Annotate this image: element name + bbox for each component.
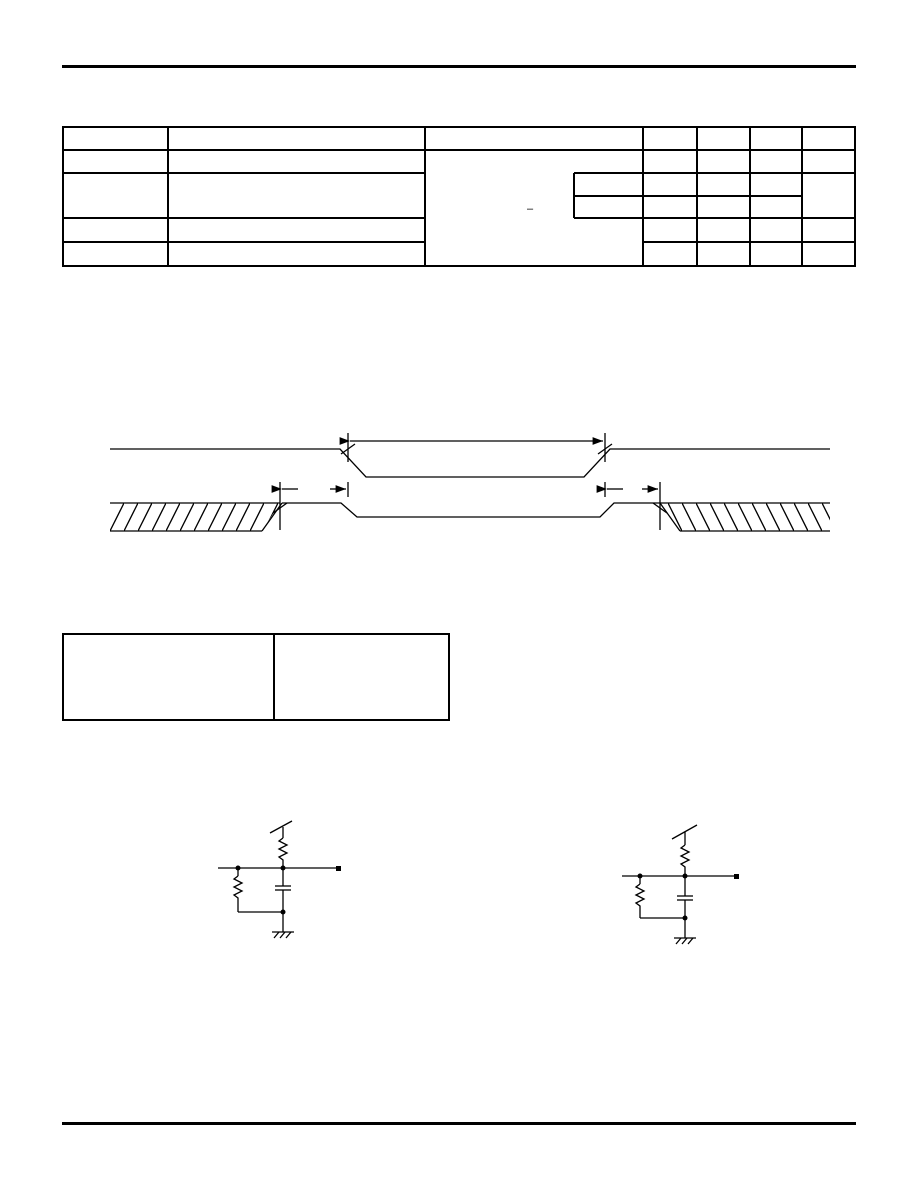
right-hatch-region — [660, 503, 830, 531]
upper-signal-waveform — [110, 448, 830, 478]
pulse-width-dimension — [339, 433, 606, 462]
condition-minus-sign: – — [527, 203, 534, 215]
lower-signal-waveform — [110, 502, 830, 532]
footer-rule — [62, 1122, 856, 1125]
setup-hold-dimensions — [271, 482, 661, 530]
left-hatch-region — [110, 503, 280, 531]
header-rule — [62, 65, 856, 68]
